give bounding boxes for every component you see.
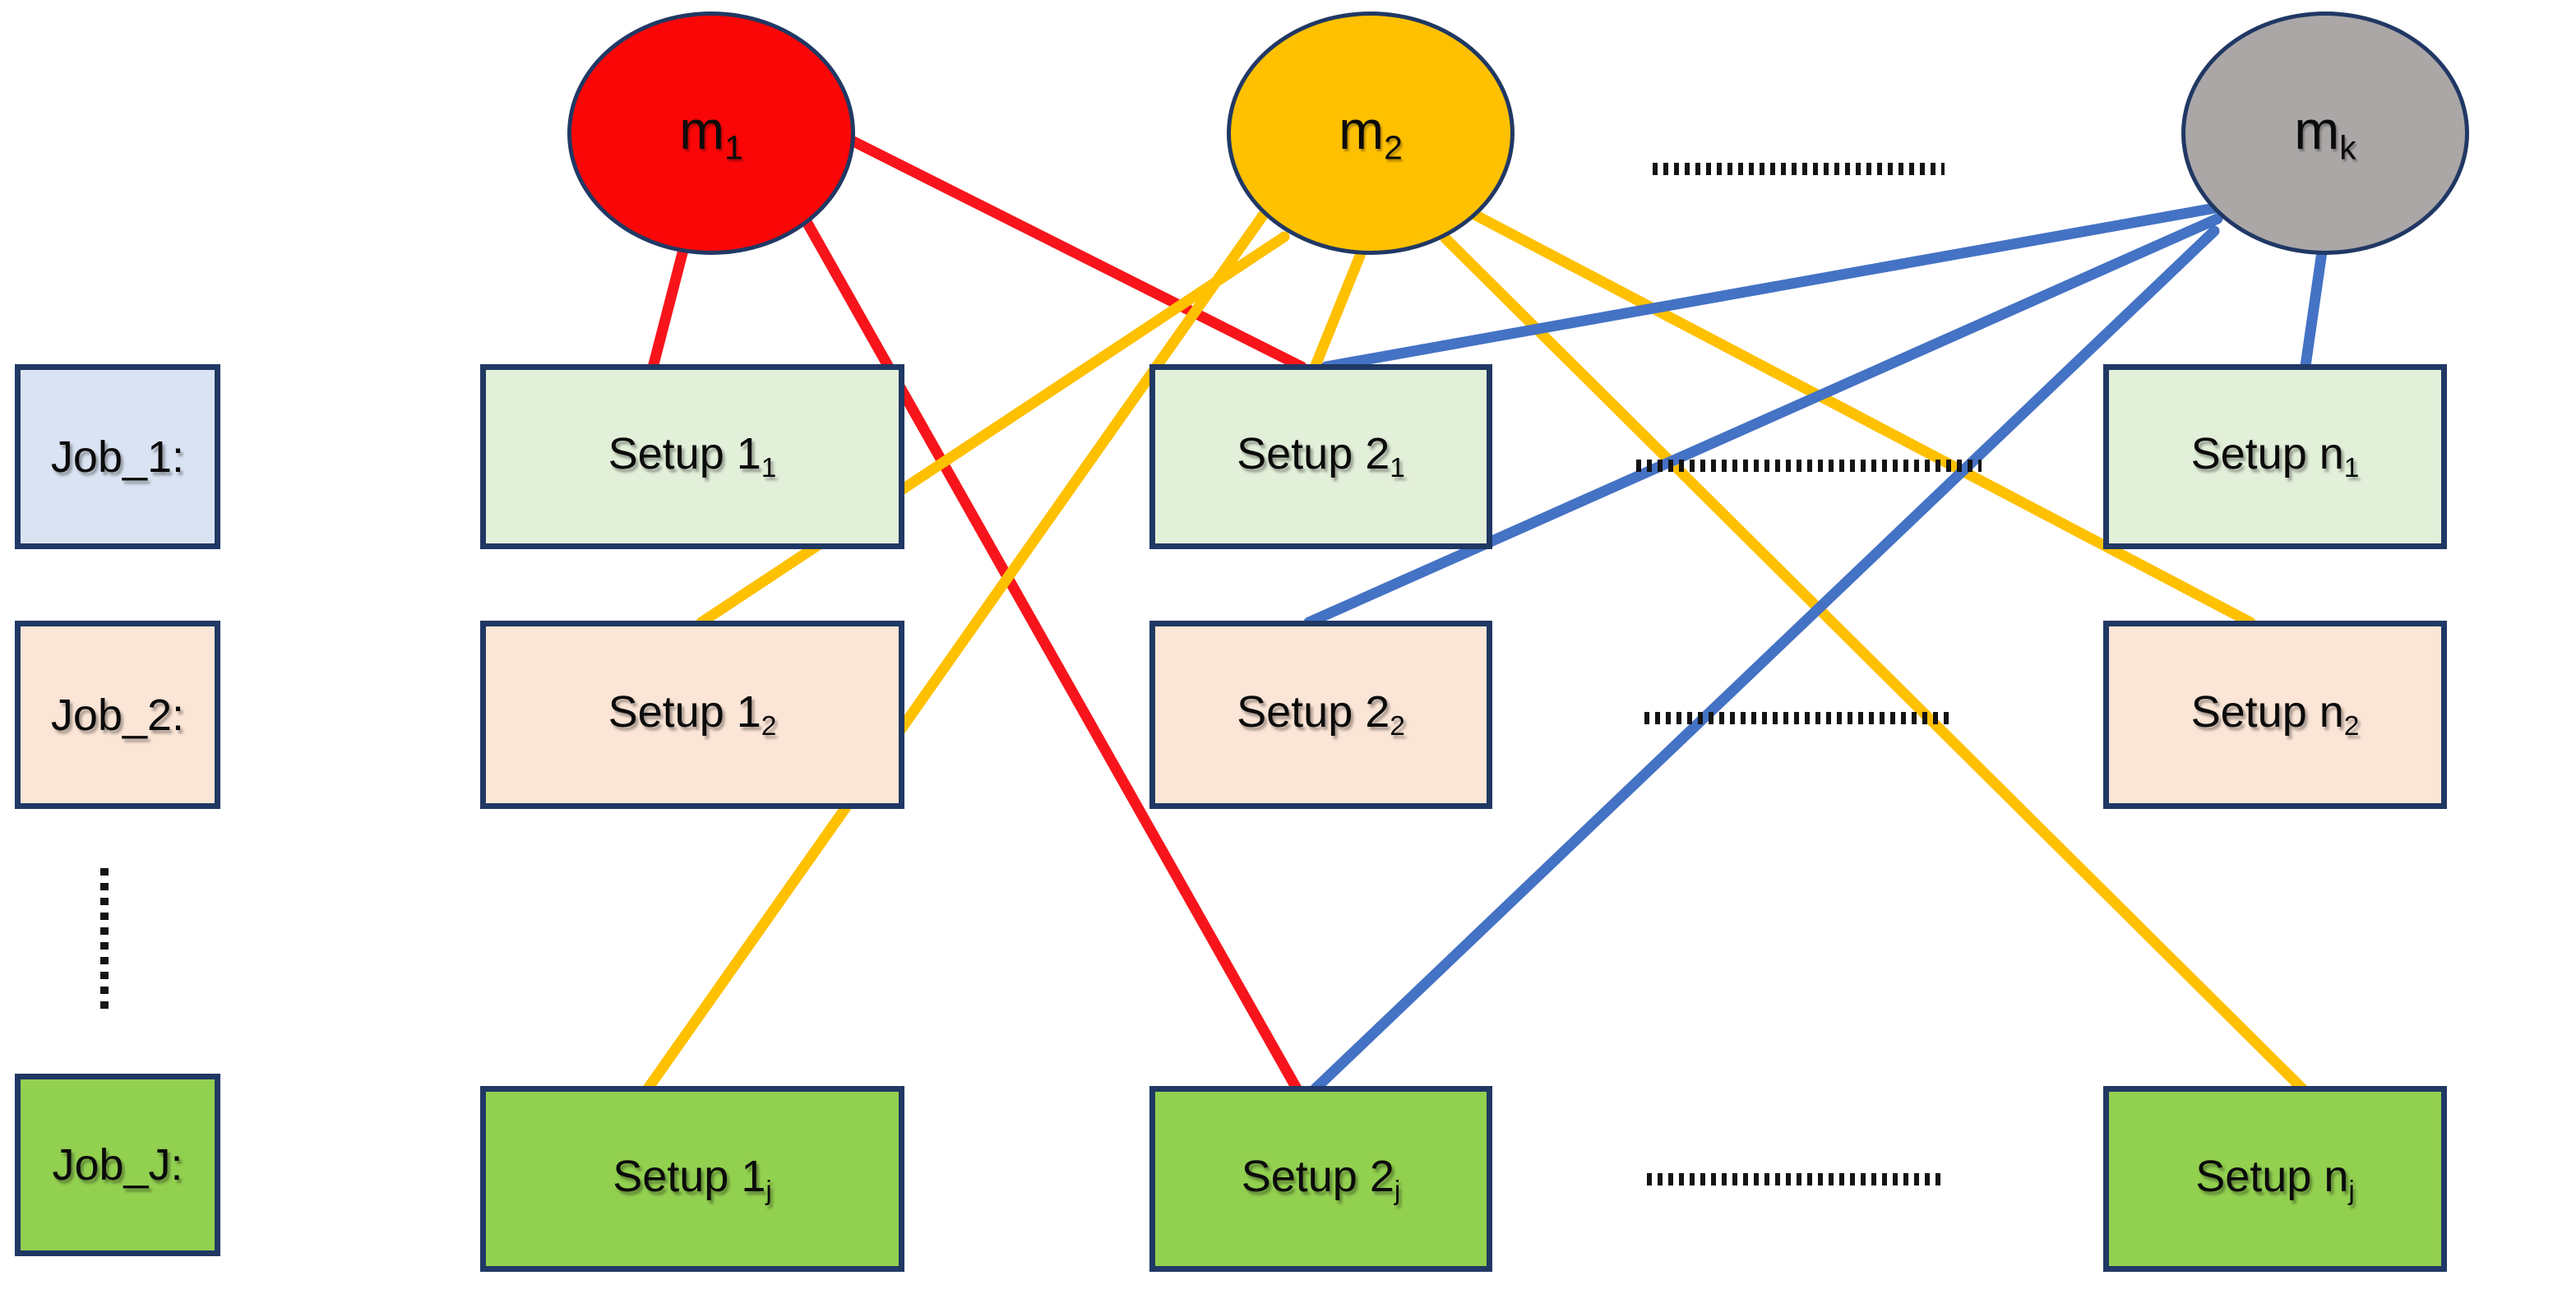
- ellipsis-jobs: [100, 868, 109, 1013]
- edge-m1-setup-2-1: [844, 134, 1307, 372]
- edge-m2-setup-1-2: [696, 231, 1290, 628]
- setup-n-j-label-text: Setup n: [2195, 1151, 2349, 1201]
- job-J-label-text: Job_J:: [52, 1140, 183, 1190]
- edge-m2-setup-n-j: [1440, 233, 2308, 1094]
- machine-node-m1: m1: [567, 12, 855, 255]
- setup-n-2-box: Setup n2: [2103, 621, 2447, 809]
- machine-m1-label: m1: [679, 99, 743, 167]
- setup-1-2-label-subscript: 2: [761, 711, 777, 742]
- ellipsis-setup-row-j: [1647, 1173, 1945, 1185]
- job-2-label-text: Job_2:: [50, 690, 185, 740]
- setup-2-2-label: Setup 22: [1237, 686, 1405, 742]
- setup-n-1-label-subscript: 1: [2343, 453, 2360, 484]
- setup-2-1-label-subscript: 1: [1390, 453, 1405, 484]
- job-1-box: Job_1:: [15, 364, 220, 549]
- setup-1-j-box: Setup 1j: [480, 1086, 904, 1272]
- job-1-label-text: Job_1:: [50, 432, 185, 482]
- setup-1-1-label-text: Setup 1: [608, 429, 761, 479]
- job-J-box: Job_J:: [15, 1074, 220, 1256]
- setup-1-j-label: Setup 1j: [613, 1151, 772, 1207]
- setup-2-2-label-text: Setup 2: [1237, 687, 1390, 737]
- machine-m1-label-subscript: 1: [724, 128, 743, 167]
- edge-m2-setup-2-1: [1309, 246, 1367, 373]
- setup-n-j-box: Setup nj: [2103, 1086, 2447, 1272]
- job-2-box: Job_2:: [15, 621, 220, 809]
- setup-2-1-box: Setup 21: [1149, 364, 1492, 549]
- setup-n-2-label-text: Setup n: [2190, 687, 2344, 737]
- machine-mk-label: mk: [2294, 99, 2356, 167]
- machine-m2-label-subscript: 2: [1384, 128, 1403, 167]
- machine-m1-label-text: m: [679, 99, 725, 161]
- setup-n-1-label-text: Setup n: [2190, 429, 2344, 479]
- job-J-label: Job_J:: [52, 1139, 183, 1190]
- machine-m2-label: m2: [1339, 99, 1403, 167]
- setup-2-2-box: Setup 22: [1149, 621, 1492, 809]
- machine-node-mk: mk: [2181, 12, 2469, 255]
- setup-1-2-label: Setup 12: [608, 686, 777, 742]
- machine-node-m2: m2: [1227, 12, 1515, 255]
- edge-mk-setup-2-j: [1310, 225, 2220, 1094]
- setup-n-j-label-subscript: j: [2348, 1176, 2355, 1207]
- edge-mk-setup-n-1: [2300, 246, 2328, 372]
- machine-m2-label-text: m: [1339, 99, 1385, 161]
- setup-2-j-box: Setup 2j: [1149, 1086, 1492, 1272]
- setup-1-1-label: Setup 11: [608, 428, 777, 484]
- setup-2-j-label: Setup 2j: [1242, 1151, 1401, 1207]
- edge-mk-setup-2-2: [1303, 213, 2223, 628]
- setup-2-j-label-subscript: j: [1394, 1176, 1401, 1207]
- machine-mk-label-text: m: [2294, 99, 2340, 161]
- setup-2-1-label: Setup 21: [1237, 428, 1405, 484]
- edge-m2-setup-n-2: [1458, 203, 2256, 628]
- edge-m2-setup-1-j: [642, 210, 1269, 1094]
- edge-m1-setup-1-1: [647, 241, 690, 373]
- job-1-label: Job_1:: [51, 432, 184, 483]
- setup-1-j-label-text: Setup 1: [613, 1151, 766, 1201]
- ellipsis-machines: [1653, 163, 1945, 175]
- job-2-label: Job_2:: [51, 690, 184, 741]
- setup-n-1-box: Setup n1: [2103, 364, 2447, 549]
- setup-1-2-label-text: Setup 1: [608, 687, 761, 737]
- setup-2-1-label-text: Setup 2: [1237, 429, 1390, 479]
- setup-1-1-box: Setup 11: [480, 364, 904, 549]
- setup-n-1-label: Setup n1: [2191, 428, 2360, 484]
- setup-1-j-label-subscript: j: [765, 1176, 772, 1207]
- machine-mk-label-subscript: k: [2339, 128, 2356, 167]
- setup-n-2-label: Setup n2: [2191, 686, 2360, 742]
- setup-n-2-label-subscript: 2: [2343, 711, 2360, 742]
- setup-n-j-label: Setup nj: [2195, 1151, 2355, 1207]
- setup-1-1-label-subscript: 1: [761, 453, 777, 484]
- setup-2-j-label-text: Setup 2: [1241, 1151, 1394, 1201]
- setup-1-2-box: Setup 12: [480, 621, 904, 809]
- ellipsis-setup-row-1: [1636, 460, 1982, 472]
- setup-2-2-label-subscript: 2: [1390, 711, 1405, 742]
- edge-mk-setup-2-1: [1320, 201, 2226, 372]
- ellipsis-setup-row-2: [1644, 712, 1949, 724]
